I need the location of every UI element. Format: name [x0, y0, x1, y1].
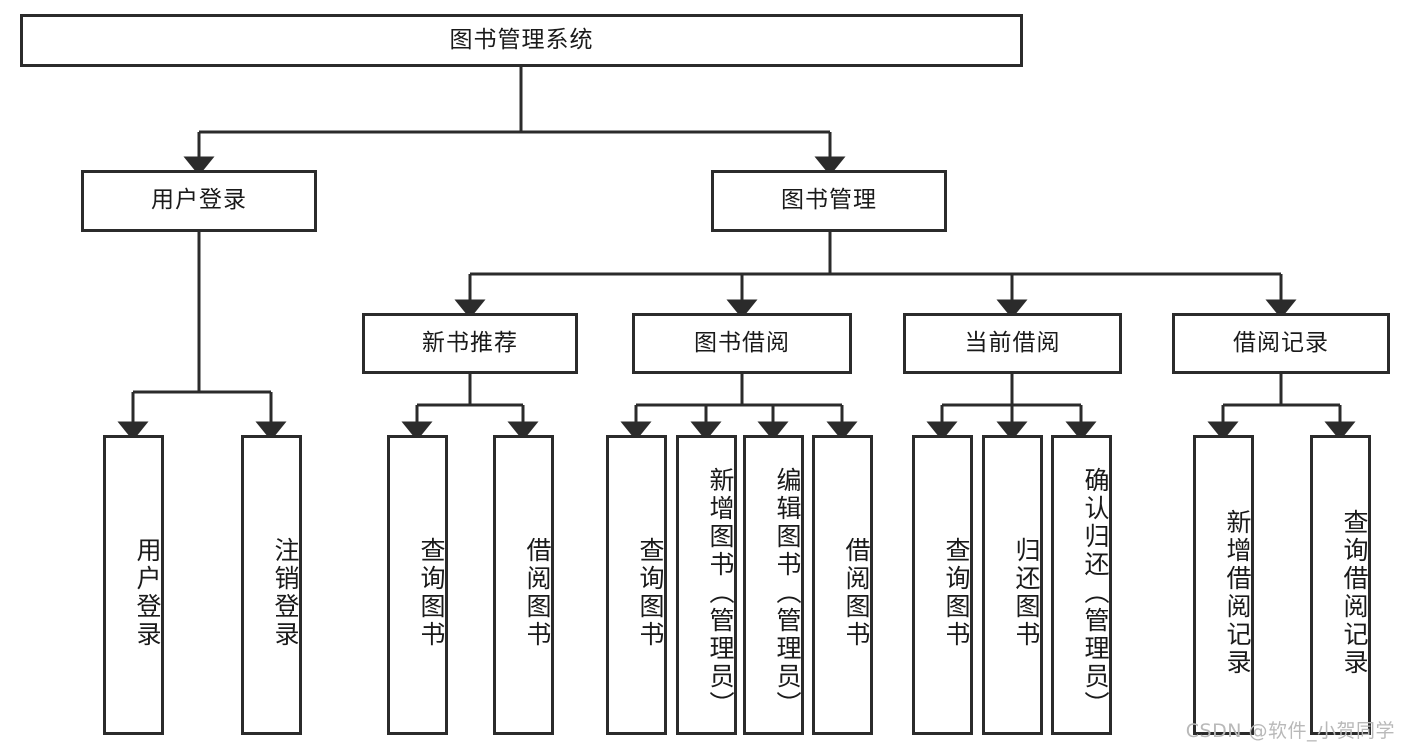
leaf-current-return-book[interactable]: 归还图书 [982, 435, 1043, 735]
node-book-manage[interactable]: 图书管理 [711, 170, 947, 232]
leaf-label: 借阅图书 [842, 537, 871, 649]
csdn-watermark: CSDN @软件_小贺同学 [1185, 720, 1395, 742]
leaf-label: 查询图书 [636, 537, 665, 649]
leaf-label: 确认归还（管理员） [1081, 467, 1110, 719]
leaf-borrow-add-book-admin[interactable]: 新增图书（管理员） [676, 435, 737, 735]
leaf-record-add-record[interactable]: 新增借阅记录 [1193, 435, 1254, 735]
node-borrow-record[interactable]: 借阅记录 [1172, 313, 1390, 374]
node-current-borrow[interactable]: 当前借阅 [903, 313, 1122, 374]
node-current-borrow-label: 当前借阅 [964, 329, 1061, 356]
leaf-user-login-login[interactable]: 用户登录 [103, 435, 164, 735]
node-new-book-recommend-label: 新书推荐 [422, 329, 518, 356]
leaf-label: 注销登录 [271, 537, 300, 649]
node-book-manage-label: 图书管理 [781, 187, 877, 214]
node-user-login-label: 用户登录 [151, 187, 247, 214]
leaf-label: 新增借阅记录 [1223, 509, 1252, 677]
node-new-book-recommend[interactable]: 新书推荐 [362, 313, 578, 374]
leaf-label: 借阅图书 [523, 537, 552, 649]
node-root-label: 图书管理系统 [449, 26, 594, 53]
node-book-borrow[interactable]: 图书借阅 [632, 313, 852, 374]
leaf-new-book-query[interactable]: 查询图书 [387, 435, 448, 735]
leaf-current-query-book[interactable]: 查询图书 [912, 435, 973, 735]
leaf-label: 查询借阅记录 [1340, 509, 1369, 677]
leaf-borrow-query-book[interactable]: 查询图书 [606, 435, 667, 735]
leaf-label: 查询图书 [942, 537, 971, 649]
leaf-label: 归还图书 [1012, 537, 1041, 649]
node-book-borrow-label: 图书借阅 [694, 329, 790, 356]
node-user-login[interactable]: 用户登录 [81, 170, 317, 232]
node-root[interactable]: 图书管理系统 [20, 14, 1023, 67]
node-borrow-record-label: 借阅记录 [1233, 329, 1329, 356]
leaf-label: 用户登录 [133, 537, 162, 649]
leaf-label: 查询图书 [417, 537, 446, 649]
leaf-user-login-logout[interactable]: 注销登录 [241, 435, 302, 735]
leaf-new-book-borrow[interactable]: 借阅图书 [493, 435, 554, 735]
leaf-borrow-edit-book-admin[interactable]: 编辑图书（管理员） [743, 435, 804, 735]
leaf-current-confirm-return-admin[interactable]: 确认归还（管理员） [1051, 435, 1112, 735]
leaf-borrow-borrow-book[interactable]: 借阅图书 [812, 435, 873, 735]
leaf-label: 新增图书（管理员） [706, 467, 735, 719]
leaf-record-query-record[interactable]: 查询借阅记录 [1310, 435, 1371, 735]
leaf-label: 编辑图书（管理员） [773, 467, 802, 719]
